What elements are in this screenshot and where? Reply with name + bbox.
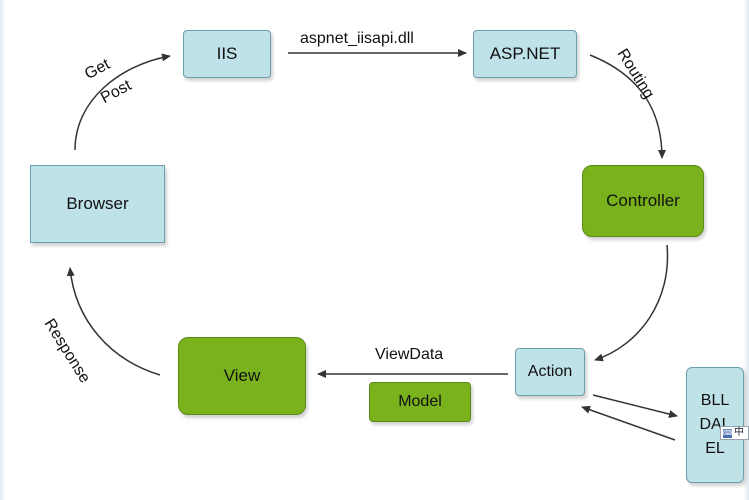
browser-node: Browser: [30, 165, 165, 243]
view-node: View: [178, 337, 306, 415]
browser-label: Browser: [66, 194, 129, 213]
controller-label: Controller: [606, 191, 680, 210]
edge-label-isapi: aspnet_iisapi.dll: [300, 30, 414, 47]
bll-label: BLL: [700, 392, 730, 409]
aspnet-node: ASP.NET: [473, 30, 577, 78]
aspnet-label: ASP.NET: [489, 44, 561, 63]
arrow-view-to-browser: [66, 267, 161, 376]
model-label: Model: [398, 393, 442, 410]
model-node: Model: [369, 382, 471, 422]
arrow-browser-to-iis: [74, 53, 171, 151]
arrow-action-to-bll: [592, 394, 678, 418]
action-label: Action: [527, 363, 573, 380]
iis-node: IIS: [183, 30, 271, 78]
view-label: View: [223, 366, 261, 385]
arrow-bll-to-action: [581, 405, 676, 441]
ime-language-text: 中: [734, 427, 744, 438]
keyboard-icon: ⌨: [723, 428, 734, 438]
ime-indicator[interactable]: ⌨ 中: [720, 426, 749, 440]
action-node: Action: [515, 348, 585, 396]
bll-dal-el-node: BLL DAL EL: [686, 367, 744, 483]
edge-label-viewdata: ViewData: [375, 346, 444, 363]
iis-label: IIS: [216, 44, 238, 63]
arrow-controller-to-action: [594, 244, 669, 362]
controller-node: Controller: [582, 165, 704, 237]
arrow-aspnet-to-controller: [589, 54, 666, 159]
el-label: EL: [705, 440, 725, 457]
